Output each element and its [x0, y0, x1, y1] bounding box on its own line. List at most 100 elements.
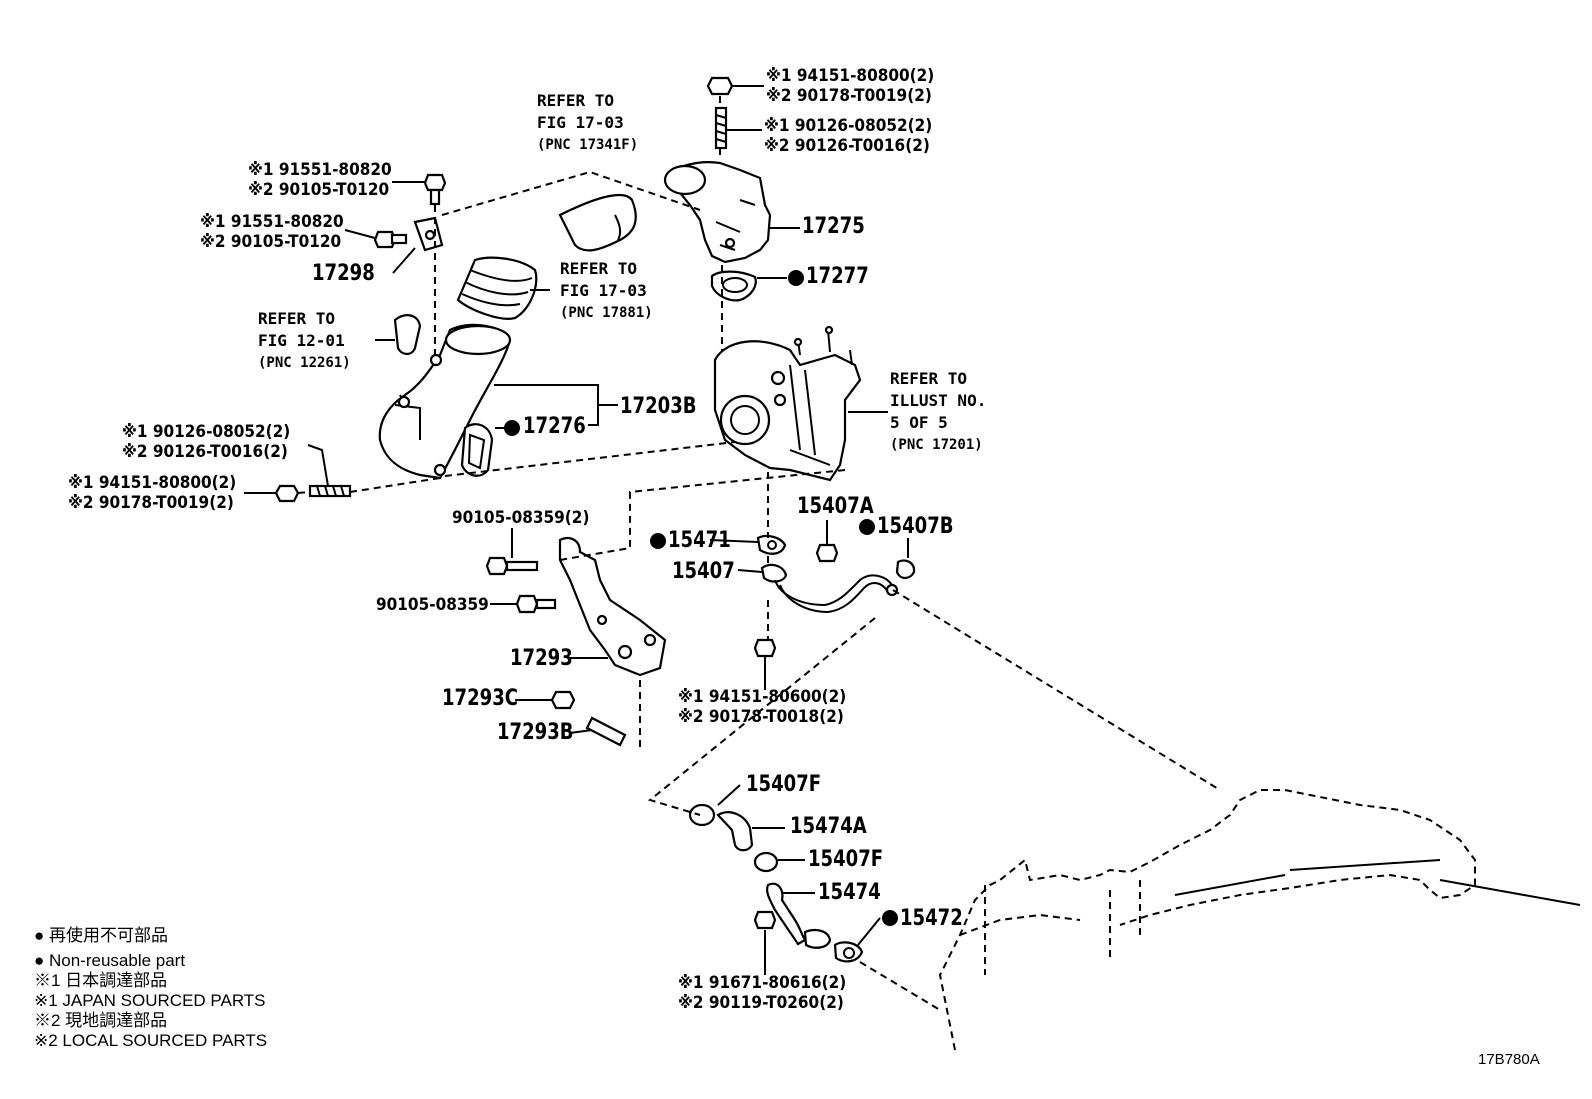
- part-17293c[interactable]: 17293C: [442, 686, 519, 711]
- note-line[interactable]: ※2 90126-T0016(2): [122, 442, 288, 462]
- part-17275[interactable]: 17275: [802, 214, 865, 239]
- note-line[interactable]: ※2 90126-T0016(2): [764, 136, 930, 156]
- gasket-15407b: [895, 559, 916, 580]
- part-15407f-upper[interactable]: 15407F: [746, 772, 822, 797]
- gasket-17276: [460, 423, 494, 477]
- refer-to-turbo: REFER TO ILLUST NO. 5 OF 5 (PNC 17201): [890, 368, 986, 456]
- note-nut-top: ※1 94151-80800(2) ※2 90178-T0019(2): [766, 66, 934, 106]
- nut-center: [753, 638, 777, 658]
- figure-code: 17B780A: [1478, 1051, 1540, 1068]
- part-15472[interactable]: 15472: [900, 906, 963, 931]
- bolt-90105-b: [515, 594, 557, 614]
- note-line[interactable]: ※2 90105-T0120: [200, 232, 342, 252]
- part-17277[interactable]: 17277: [806, 264, 869, 289]
- note-bolt-mid: ※1 91551-80820 ※2 90105-T0120: [200, 212, 344, 252]
- part-17276[interactable]: 17276: [523, 414, 586, 439]
- part-15407a[interactable]: 15407A: [797, 494, 874, 519]
- part-17203b[interactable]: 17203B: [620, 394, 697, 419]
- stud-top: [714, 106, 728, 150]
- refer-line: FIG 17-03: [537, 113, 624, 132]
- refer-to-intake-hose: REFER TO FIG 17-03 (PNC 17881): [560, 258, 653, 324]
- part-90105-08359-2[interactable]: 90105-08359(2): [452, 508, 590, 528]
- nut-17293c: [550, 690, 576, 710]
- bolt-top: [423, 173, 447, 206]
- refer-line: ILLUST NO.: [890, 391, 987, 410]
- stud-left: [308, 484, 352, 498]
- note-line[interactable]: ※1 91671-80616(2): [678, 973, 847, 993]
- refer-to-top-hose: REFER TO FIG 17-03 (PNC 17341F): [537, 90, 638, 156]
- hose-15474a: [716, 811, 754, 852]
- refer-line: REFER TO: [258, 309, 336, 328]
- legend-japan-sourced-en: ※1 JAPAN SOURCED PARTS: [34, 991, 266, 1010]
- part-15407b[interactable]: 15407B: [877, 514, 954, 539]
- bolt-bottom: [753, 910, 777, 930]
- nut-left: [274, 484, 300, 503]
- note-line[interactable]: ※1 94151-80600(2): [678, 687, 847, 707]
- legend-non-reusable-en: ● Non-reusable part: [34, 951, 186, 970]
- note-bolt-top: ※1 91551-80820 ※2 90105-T0120: [248, 160, 392, 200]
- refer-line: REFER TO: [537, 91, 615, 110]
- part-17293b[interactable]: 17293B: [497, 720, 574, 745]
- part-15407[interactable]: 15407: [672, 559, 735, 584]
- gasket-15471: [756, 534, 787, 555]
- alignment-lines: [297, 96, 1221, 1011]
- refer-line: FIG 17-03: [560, 281, 647, 300]
- refer-line: (PNC 17341F): [537, 137, 639, 153]
- note-line[interactable]: ※2 90178-T0018(2): [678, 707, 844, 727]
- bolt-90105-a: [485, 556, 539, 576]
- note-line[interactable]: ※2 90178-T0019(2): [766, 86, 932, 106]
- legend-local-sourced-en: ※2 LOCAL SOURCED PARTS: [34, 1031, 268, 1050]
- note-stud-top: ※1 90126-08052(2) ※2 90126-T0016(2): [764, 116, 932, 156]
- turbocharger-17201: [713, 325, 862, 482]
- note-nut-left: ※1 94151-80800(2) ※2 90178-T0019(2): [68, 473, 236, 513]
- note-line[interactable]: ※1 94151-80800(2): [766, 66, 935, 86]
- refer-line: REFER TO: [560, 259, 638, 278]
- bracket-17293: [558, 536, 667, 677]
- refer-line: (PNC 17881): [560, 305, 653, 321]
- refer-line: FIG 12-01: [258, 331, 345, 350]
- oil-pipe-15407: [760, 563, 899, 614]
- turbo-outlet-elbow-17275: [663, 161, 772, 264]
- note-stud-left: ※1 90126-08052(2) ※2 90126-T0016(2): [122, 422, 290, 462]
- legend-non-reusable-ja: ● 再使用不可部品: [34, 926, 168, 945]
- union-15407a: [815, 543, 839, 563]
- intake-hose-17881: [456, 256, 538, 320]
- air-hose-upper: [558, 193, 637, 252]
- legend: ● 再使用不可部品 ● Non-reusable part ※1 日本調達部品 …: [34, 926, 267, 1051]
- refer-line: REFER TO: [890, 369, 968, 388]
- bolt-mid: [373, 230, 408, 249]
- refer-line: (PNC 17201): [890, 437, 983, 453]
- stud-17293b: [585, 716, 627, 747]
- gasket-15472: [833, 941, 864, 963]
- note-line[interactable]: ※1 90126-08052(2): [122, 422, 291, 442]
- part-17293[interactable]: 17293: [510, 646, 573, 671]
- intake-pipe-17203b: [378, 323, 512, 480]
- note-bolt-bottom: ※1 91671-80616(2) ※2 90119-T0260(2): [678, 973, 846, 1013]
- note-nut-center: ※1 94151-80600(2) ※2 90178-T0018(2): [678, 687, 846, 727]
- note-line[interactable]: ※2 90105-T0120: [248, 180, 390, 200]
- note-line[interactable]: ※1 91551-80820: [248, 160, 392, 180]
- legend-local-sourced-ja: ※2 現地調達部品: [34, 1011, 168, 1030]
- part-15474[interactable]: 15474: [818, 880, 881, 905]
- refer-line: 5 OF 5: [890, 413, 948, 432]
- part-15471[interactable]: 15471: [668, 528, 731, 553]
- note-line[interactable]: ※2 90178-T0019(2): [68, 493, 234, 513]
- legend-japan-sourced-ja: ※1 日本調達部品: [34, 971, 168, 990]
- note-line[interactable]: ※2 90119-T0260(2): [678, 993, 844, 1013]
- clamp-15407f-b: [753, 851, 779, 873]
- note-line[interactable]: ※1 91551-80820: [200, 212, 344, 232]
- gasket-17277: [710, 270, 757, 302]
- pipe-12261: [393, 314, 422, 356]
- leader-lines: [244, 85, 909, 975]
- note-line[interactable]: ※1 90126-08052(2): [764, 116, 933, 136]
- nut-top: [706, 76, 734, 96]
- part-15474a[interactable]: 15474A: [790, 814, 867, 839]
- part-90105-08359[interactable]: 90105-08359: [376, 595, 489, 615]
- part-17298[interactable]: 17298: [312, 261, 375, 286]
- non-reusable-markers: [504, 270, 898, 926]
- note-line[interactable]: ※1 94151-80800(2): [68, 473, 237, 493]
- part-15407f-lower[interactable]: 15407F: [808, 847, 884, 872]
- clamp-15407f-a: [688, 803, 716, 827]
